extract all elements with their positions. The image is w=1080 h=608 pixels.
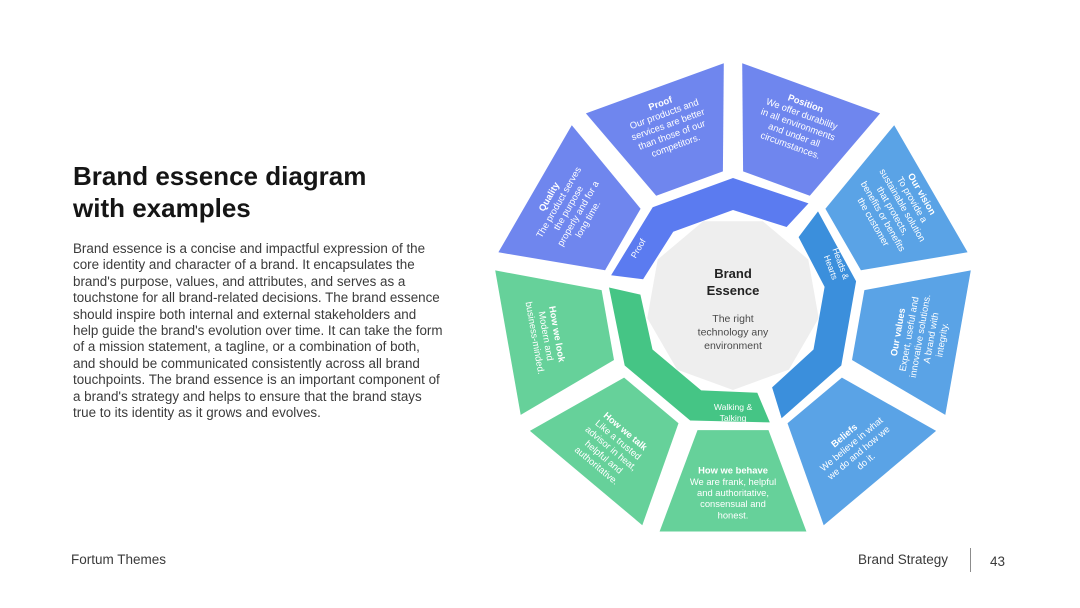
segment-values-text: Our valuesExpert, useful andinnovative s… xyxy=(885,289,955,382)
slide-title: Brand essence diagram with examples xyxy=(73,161,367,223)
inner-band-proof xyxy=(611,178,809,280)
footer-section-title: Brand Strategy xyxy=(858,552,949,567)
inner-band-heads-hearts xyxy=(772,211,857,419)
footer-divider xyxy=(970,548,971,572)
slide-body-text: Brand essence is a concise and impactful… xyxy=(73,241,443,421)
segment-beliefs xyxy=(787,377,937,526)
inner-band-walking-talking-label: Walking &Talking xyxy=(714,402,753,423)
segment-proof xyxy=(585,63,724,196)
segment-behave xyxy=(659,430,807,532)
footer-brand: Fortum Themes xyxy=(71,552,167,567)
segment-talk xyxy=(529,377,679,526)
segment-look xyxy=(495,270,614,415)
segment-values xyxy=(852,270,971,415)
page-number: 43 xyxy=(990,554,1006,569)
segment-position xyxy=(742,63,881,196)
segment-vision xyxy=(825,125,968,271)
inner-band-walking-talking xyxy=(609,287,770,423)
center-core xyxy=(647,221,819,390)
segment-quality xyxy=(498,125,641,271)
